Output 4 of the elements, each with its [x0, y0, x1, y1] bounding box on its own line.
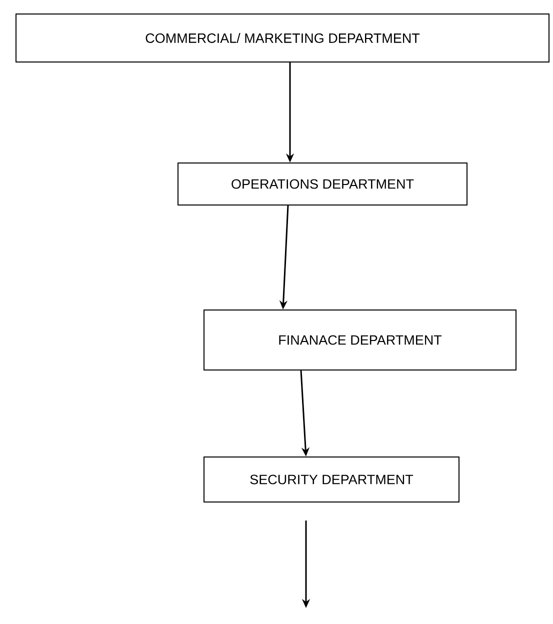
department-box: COMMERCIAL/ MARKETING DEPARTMENT — [16, 14, 550, 62]
department-box: SECURITY DEPARTMENT — [204, 456, 460, 502]
department-box: FINANACE DEPARTMENT — [204, 310, 516, 370]
department-box: OPERATIONS DEPARTMENT — [178, 162, 468, 206]
